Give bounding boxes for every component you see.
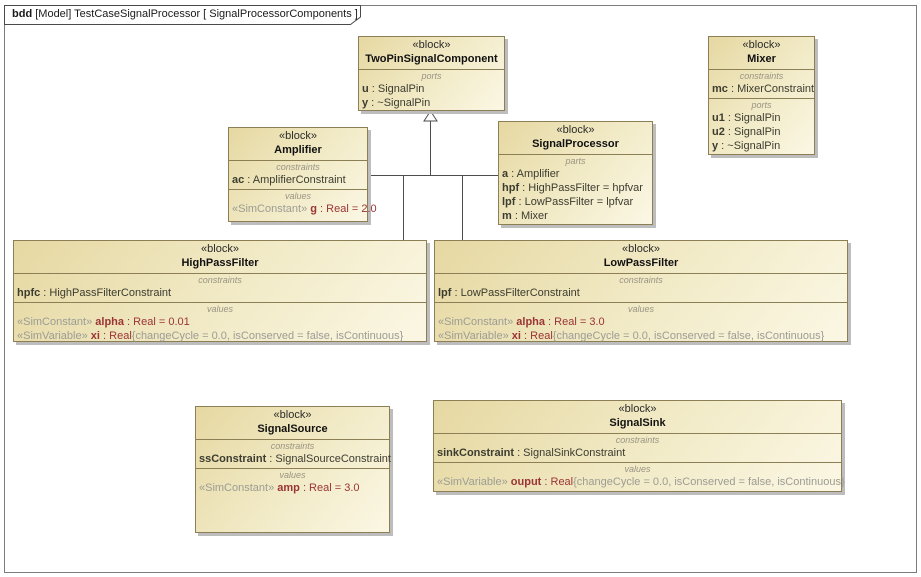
title-tab-shape xyxy=(4,5,361,25)
values-compartment: values «SimConstant» alpha : Real = 0.01… xyxy=(14,302,426,345)
block-stereotype: «block» xyxy=(742,39,781,51)
compartment-label: values xyxy=(206,304,233,314)
block-name: SignalProcessor xyxy=(532,138,619,150)
generalization-line-bus[interactable] xyxy=(368,175,498,176)
block-stereotype: «block» xyxy=(556,124,595,136)
block-stereotype: «block» xyxy=(618,403,657,415)
generalization-line-lowpassfilter[interactable] xyxy=(462,175,463,240)
compartment-label: constraints xyxy=(739,71,784,81)
diagram-title-tab xyxy=(4,5,362,25)
compartment-label: parts xyxy=(565,156,586,166)
ports-compartment: ports u : SignalPin y : ~SignalPin xyxy=(359,69,504,112)
block-stereotype: «block» xyxy=(412,39,451,51)
compartment-label: constraints xyxy=(198,275,242,285)
block-lowpassfilter[interactable]: «block» LowPassFilter constraints lpf : … xyxy=(434,240,848,342)
block-name: Mixer xyxy=(747,53,776,65)
compartment-label: values xyxy=(624,464,651,474)
compartment-label: ports xyxy=(751,100,772,110)
diagram-kind-label: bdd xyxy=(12,8,33,20)
port-line: y : ~SignalPin xyxy=(712,140,781,152)
compartment-label: values xyxy=(279,470,306,480)
constraint-line: ac : AmplifierConstraint xyxy=(232,174,346,186)
constraint-line: ssConstraint : SignalSourceConstraint xyxy=(199,453,391,465)
part-line: m : Mixer xyxy=(502,210,548,222)
port-line: u2 : SignalPin xyxy=(712,126,781,138)
value-line: «SimConstant» g : Real = 2.0 xyxy=(232,203,377,215)
block-header: «block» LowPassFilter xyxy=(435,241,847,273)
compartment-label: constraints xyxy=(615,435,660,445)
block-name: LowPassFilter xyxy=(603,257,679,269)
block-signalsource[interactable]: «block» SignalSource constraints ssConst… xyxy=(195,406,391,533)
block-header: «block» SignalSink xyxy=(434,401,841,433)
block-stereotype: «block» xyxy=(273,409,312,421)
constraint-line: mc : MixerConstraint xyxy=(712,83,815,95)
constraints-compartment: constraints mc : MixerConstraint xyxy=(709,69,814,98)
value-line: «SimConstant» alpha : Real = 0.01 xyxy=(17,316,190,328)
value-line: «SimVariable» xi : Real{changeCycle = 0.… xyxy=(17,330,404,342)
block-stereotype: «block» xyxy=(201,243,239,255)
port-line: u1 : SignalPin xyxy=(712,112,781,124)
values-compartment: values «SimConstant» amp : Real = 3.0 xyxy=(196,468,389,532)
constraints-compartment: constraints lpf : LowPassFilterConstrain… xyxy=(435,273,847,302)
value-line: «SimVariable» xi : Real{changeCycle = 0.… xyxy=(438,330,825,342)
block-signalprocessor[interactable]: «block» SignalProcessor parts a : Amplif… xyxy=(498,121,653,225)
part-line: lpf : LowPassFilter = lpfvar xyxy=(502,196,634,208)
block-name: SignalSink xyxy=(609,417,666,429)
block-header: «block» TwoPinSignalComponent xyxy=(359,37,504,69)
generalization-arrow-icon[interactable] xyxy=(423,110,438,122)
block-mixer[interactable]: «block» Mixer constraints mc : MixerCons… xyxy=(708,36,815,155)
diagram-name-label: [Model] TestCaseSignalProcessor [ Signal… xyxy=(32,8,358,20)
block-header: «block» Mixer xyxy=(709,37,814,69)
constraints-compartment: constraints sinkConstraint : SignalSinkC… xyxy=(434,433,841,462)
port-line: y : ~SignalPin xyxy=(362,97,431,109)
constraint-line: hpfc : HighPassFilterConstraint xyxy=(17,287,172,299)
value-line: «SimVariable» ouput : Real{changeCycle =… xyxy=(437,476,845,488)
compartment-label: ports xyxy=(421,71,442,81)
block-header: «block» Amplifier xyxy=(229,128,367,160)
part-line: hpf : HighPassFilter = hpfvar xyxy=(502,182,643,194)
block-name: HighPassFilter xyxy=(181,257,259,269)
block-name: TwoPinSignalComponent xyxy=(365,53,498,65)
compartment-label: values xyxy=(627,304,654,314)
parts-compartment: parts a : Amplifier hpf : HighPassFilter… xyxy=(499,154,652,225)
port-line: u : SignalPin xyxy=(362,83,425,95)
block-header: «block» SignalSource xyxy=(196,407,389,439)
generalization-line-stem[interactable] xyxy=(430,121,431,175)
generalization-line-highpassfilter[interactable] xyxy=(403,175,404,240)
block-amplifier[interactable]: «block» Amplifier constraints ac : Ampli… xyxy=(228,127,377,222)
value-line: «SimConstant» amp : Real = 3.0 xyxy=(199,482,360,494)
constraint-line: lpf : LowPassFilterConstraint xyxy=(438,287,580,299)
block-stereotype: «block» xyxy=(622,243,660,255)
diagram-title: bdd [Model] TestCaseSignalProcessor [ Si… xyxy=(12,8,358,20)
block-twopinsignalcomponent[interactable]: «block» TwoPinSignalComponent ports u : … xyxy=(358,36,505,111)
compartment-label: constraints xyxy=(270,441,315,451)
values-compartment: values «SimConstant» alpha : Real = 3.0 … xyxy=(435,302,847,345)
part-line: a : Amplifier xyxy=(502,168,560,180)
block-header: «block» SignalProcessor xyxy=(499,122,652,154)
constraint-line: sinkConstraint : SignalSinkConstraint xyxy=(437,447,626,459)
block-signalsink[interactable]: «block» SignalSink constraints sinkConst… xyxy=(433,400,845,492)
block-name: SignalSource xyxy=(257,423,328,435)
constraints-compartment: constraints ssConstraint : SignalSourceC… xyxy=(196,439,391,468)
block-name: Amplifier xyxy=(274,144,322,156)
compartment-label: values xyxy=(284,191,311,201)
values-compartment: values «SimVariable» ouput : Real{change… xyxy=(434,462,845,491)
compartment-label: constraints xyxy=(276,162,320,172)
block-stereotype: «block» xyxy=(279,130,317,142)
block-highpassfilter[interactable]: «block» HighPassFilter constraints hpfc … xyxy=(13,240,427,342)
constraints-compartment: constraints hpfc : HighPassFilterConstra… xyxy=(14,273,426,302)
values-compartment: values «SimConstant» g : Real = 2.0 xyxy=(229,189,377,221)
diagram-frame xyxy=(4,5,917,573)
constraints-compartment: constraints ac : AmplifierConstraint xyxy=(229,160,367,189)
value-line: «SimConstant» alpha : Real = 3.0 xyxy=(438,316,605,328)
compartment-label: constraints xyxy=(619,275,663,285)
ports-compartment: ports u1 : SignalPin u2 : SignalPin y : … xyxy=(709,98,814,155)
block-header: «block» HighPassFilter xyxy=(14,241,426,273)
